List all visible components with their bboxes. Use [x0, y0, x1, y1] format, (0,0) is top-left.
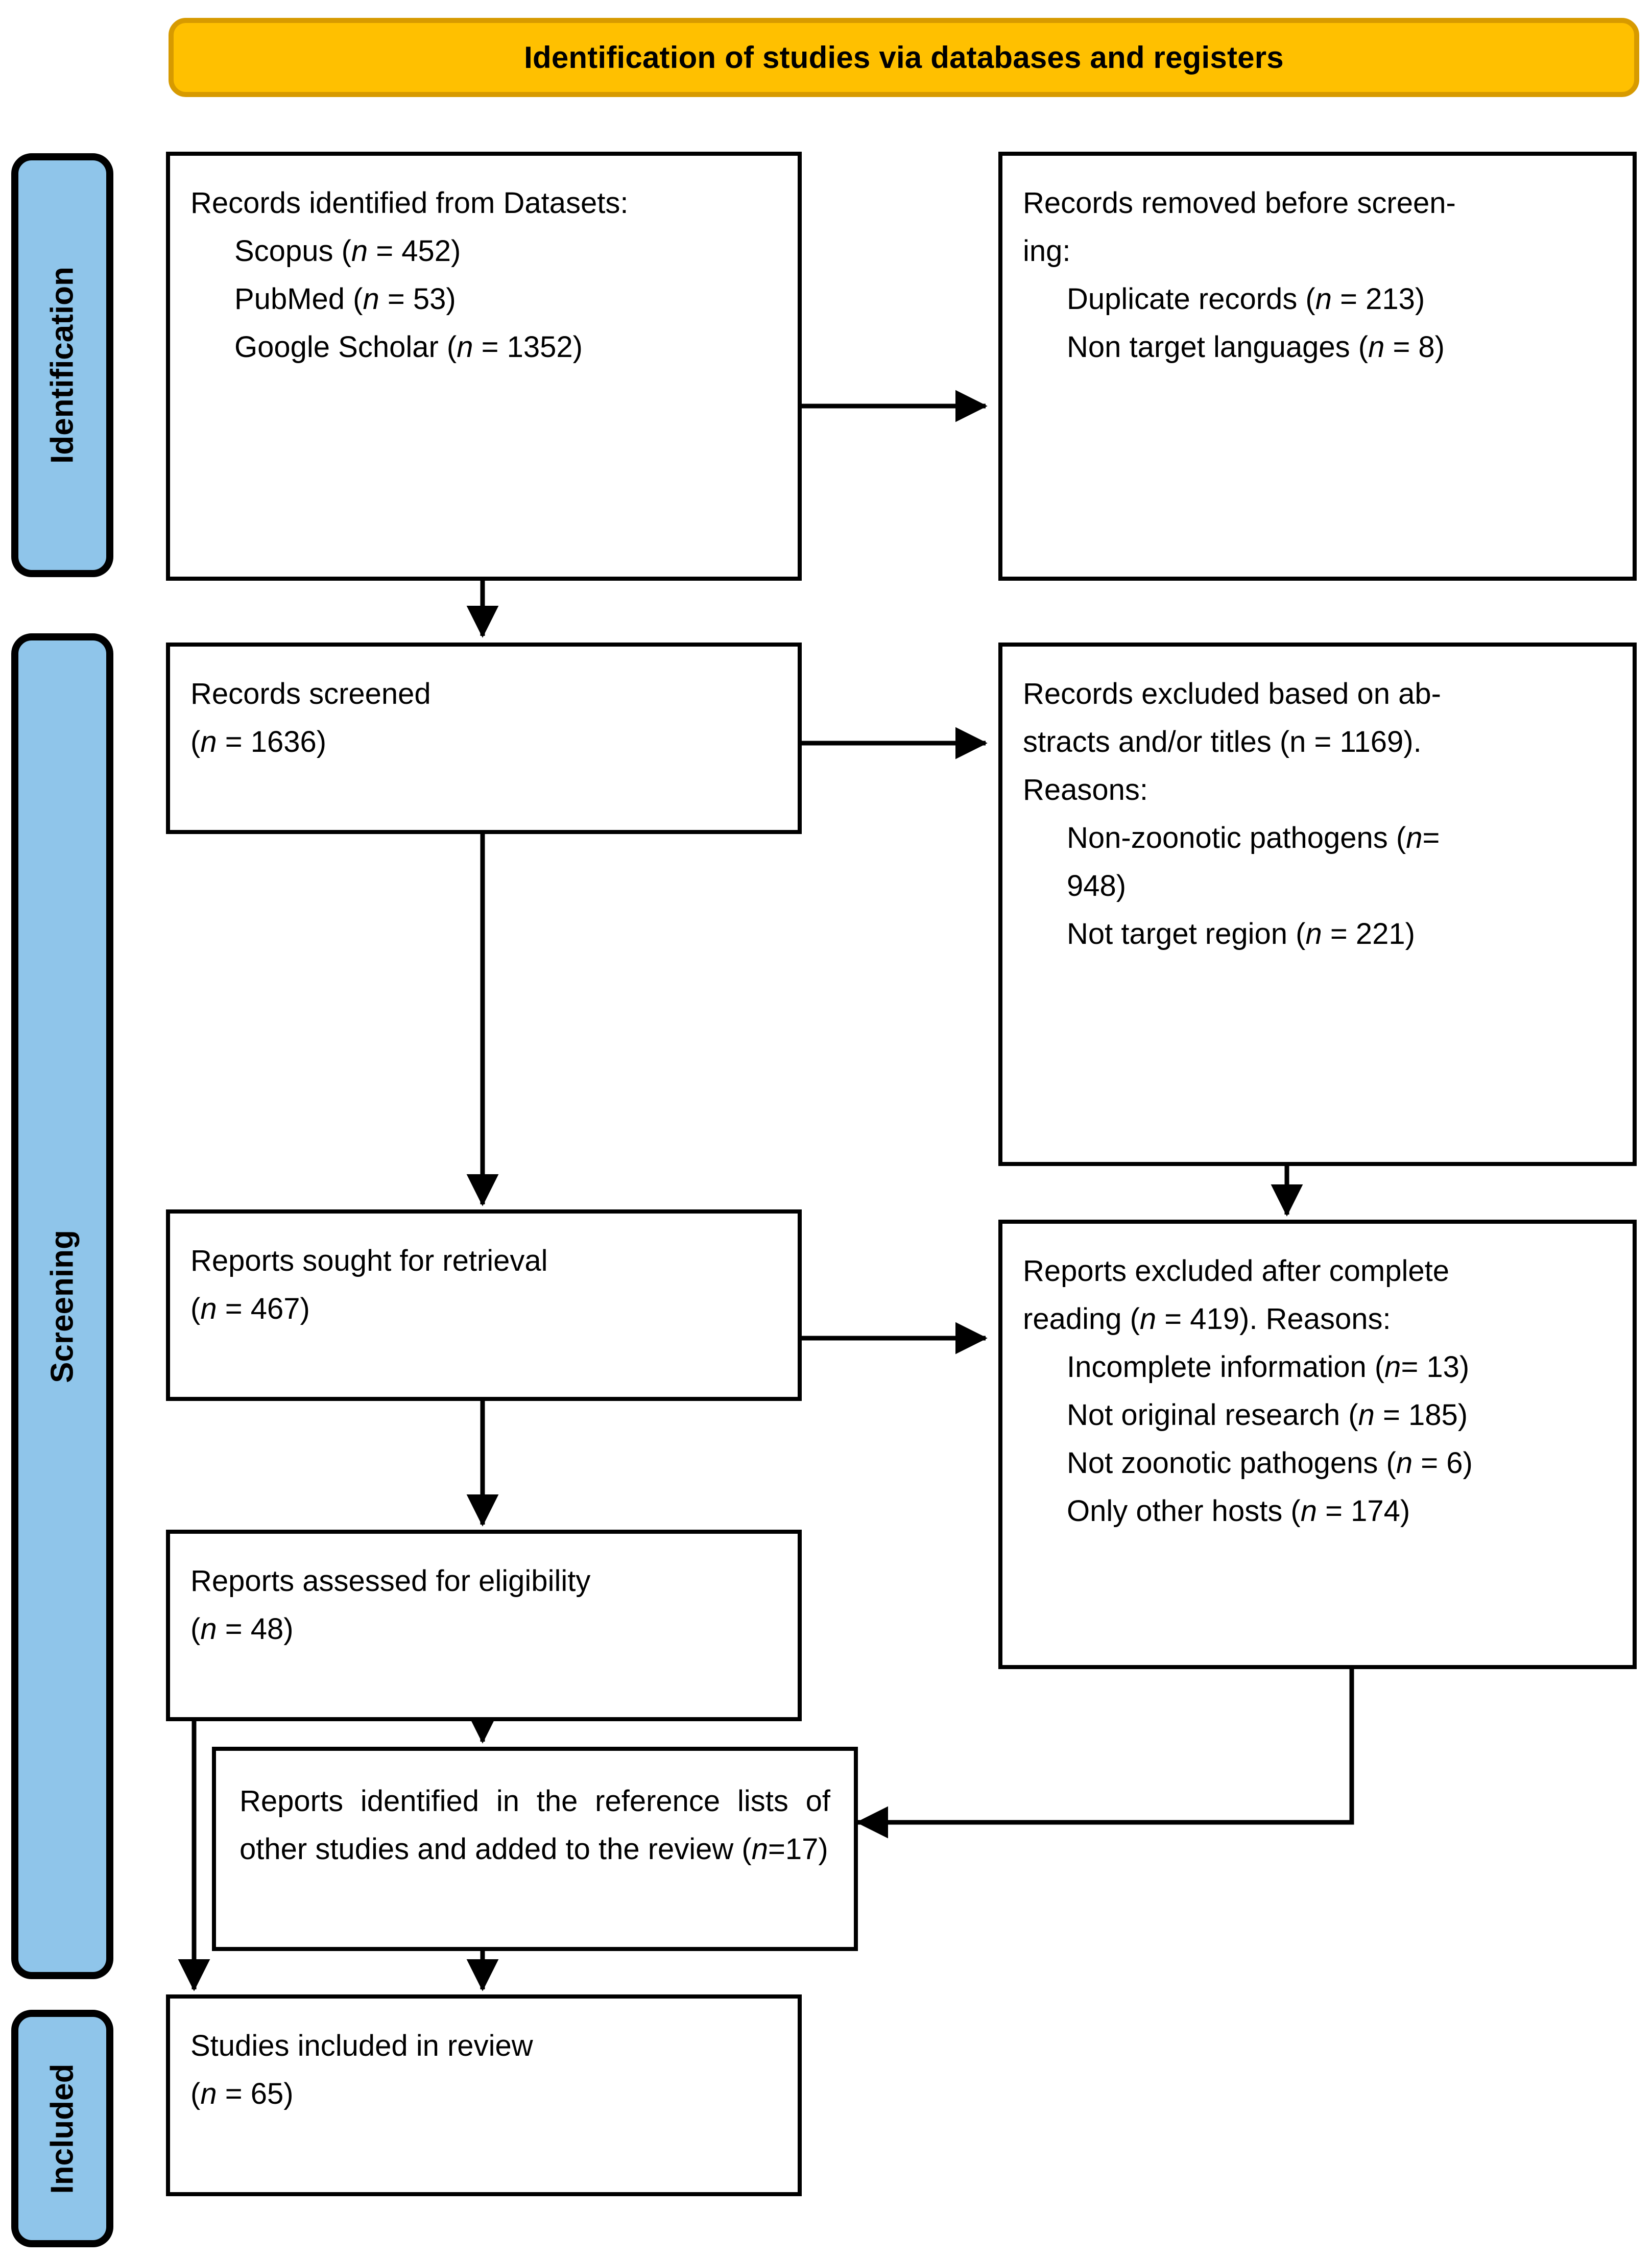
studies-included-line-1: Studies included in review	[190, 2029, 533, 2062]
pubmed-n-symbol: n	[363, 282, 379, 316]
phase-label-included-text: Included	[44, 2063, 80, 2194]
phase-label-identification-text: Identification	[44, 267, 80, 464]
pubmed-label: PubMed (	[234, 282, 363, 316]
records-removed-line-2: ing:	[1023, 234, 1071, 268]
scholar-count: = 1352)	[473, 330, 583, 364]
phase-label-included: Included	[11, 2010, 113, 2247]
records-identified-pubmed: PubMed (n = 53)	[190, 275, 777, 323]
scholar-label: Google Scholar (	[234, 330, 457, 364]
reference-lists-count: =17)	[768, 1832, 828, 1866]
excluded-full-not-original: Not original research (n = 185)	[1023, 1391, 1612, 1439]
box-records-excluded-abstracts: Records excluded based on ab- stracts an…	[998, 643, 1637, 1166]
excluded-abstracts-nonzoonotic-count: 948)	[1067, 869, 1127, 902]
reports-sought-line-1: Reports sought for retrieval	[190, 1244, 548, 1277]
other-hosts-count: = 174)	[1317, 1494, 1410, 1528]
phase-label-identification: Identification	[11, 153, 113, 577]
included-n-value: = 65)	[217, 2077, 294, 2110]
excluded-abstracts-line-1: Records excluded based on ab-	[1023, 677, 1441, 710]
assessed-paren-open: (	[190, 1612, 201, 1646]
excluded-abstracts-region: Not target region (n = 221)	[1023, 910, 1612, 958]
not-original-label: Not original research (	[1067, 1398, 1358, 1432]
excluded-full-n-symbol: n	[1139, 1302, 1157, 1336]
box-reports-sought: Reports sought for retrieval (n = 467)	[166, 1209, 802, 1401]
duplicates-label: Duplicate records (	[1067, 282, 1315, 316]
not-zoonotic-n-symbol: n	[1396, 1446, 1413, 1480]
box-studies-included: Studies included in review (n = 65)	[166, 1994, 802, 2196]
reports-assessed-count: (n = 48)	[190, 1605, 777, 1653]
region-label: Not target region (	[1067, 917, 1306, 950]
records-identified-scopus: Scopus (n = 452)	[190, 227, 777, 275]
incomplete-count: = 13)	[1401, 1350, 1470, 1384]
excluded-full-other-hosts: Only other hosts (n = 174)	[1023, 1487, 1612, 1535]
excluded-full-line-2: reading (n = 419). Reasons:	[1023, 1295, 1612, 1343]
phase-label-screening-text: Screening	[44, 1229, 80, 1383]
studies-included-count: (n = 65)	[190, 2070, 777, 2118]
sought-n-symbol: n	[200, 1292, 217, 1325]
nonzoonotic-n-symbol: n	[1406, 821, 1423, 854]
languages-count: = 8)	[1384, 330, 1445, 364]
reference-lists-text: Reports identified in the reference list…	[240, 1777, 830, 1873]
nonzoonotic-eq: =	[1422, 821, 1440, 854]
not-original-n-symbol: n	[1358, 1398, 1375, 1432]
pubmed-count: = 53)	[379, 282, 456, 316]
screened-n-value: = 1636)	[217, 725, 327, 758]
other-hosts-label: Only other hosts (	[1067, 1494, 1301, 1528]
scopus-n-symbol: n	[351, 234, 368, 268]
region-count: = 221)	[1322, 917, 1415, 950]
duplicates-count: = 213)	[1332, 282, 1425, 316]
excluded-full-count: = 419). Reasons:	[1156, 1302, 1391, 1336]
excluded-full-reading-label: reading (	[1023, 1302, 1140, 1336]
included-paren-open: (	[190, 2077, 201, 2110]
region-n-symbol: n	[1305, 917, 1322, 950]
assessed-n-symbol: n	[200, 1612, 217, 1646]
scopus-label: Scopus (	[234, 234, 351, 268]
included-n-symbol: n	[200, 2077, 217, 2110]
excluded-abstracts-line-2: stracts and/or titles (n = 1169).	[1023, 725, 1422, 758]
not-zoonotic-count: = 6)	[1412, 1446, 1473, 1480]
box-reports-excluded-full: Reports excluded after complete reading …	[998, 1220, 1637, 1669]
records-screened-line-1: Records screened	[190, 677, 431, 710]
excluded-full-incomplete: Incomplete information (n= 13)	[1023, 1343, 1612, 1391]
excluded-abstracts-nonzoonotic: Non-zoonotic pathogens (n=	[1023, 814, 1612, 862]
records-identified-scholar: Google Scholar (n = 1352)	[190, 323, 777, 371]
box-records-screened: Records screened (n = 1636)	[166, 643, 802, 834]
assessed-n-value: = 48)	[217, 1612, 294, 1646]
sought-n-value: = 467)	[217, 1292, 310, 1325]
languages-label: Non target languages (	[1067, 330, 1369, 364]
reference-lists-n-symbol: n	[751, 1832, 769, 1866]
incomplete-n-symbol: n	[1384, 1350, 1401, 1384]
connector-excludedfull-to-reference	[856, 1669, 1354, 1839]
stage-banner-title: Identification of studies via databases …	[524, 40, 1284, 75]
box-reports-assessed: Reports assessed for eligibility (n = 48…	[166, 1530, 802, 1721]
nonzoonotic-label: Non-zoonotic pathogens (	[1067, 821, 1406, 854]
records-removed-line-1: Records removed before screen-	[1023, 186, 1456, 220]
reference-lists-label: Reports identified in the reference list…	[240, 1785, 830, 1866]
excluded-full-line-1: Reports excluded after complete	[1023, 1254, 1449, 1288]
phase-label-screening: Screening	[11, 633, 113, 1979]
box-records-removed: Records removed before screen- ing: Dupl…	[998, 152, 1637, 581]
scholar-n-symbol: n	[457, 330, 473, 364]
scopus-count: = 452)	[368, 234, 461, 268]
excluded-abstracts-reasons-label: Reasons:	[1023, 773, 1148, 806]
records-removed-duplicates: Duplicate records (n = 213)	[1023, 275, 1612, 323]
not-original-count: = 185)	[1374, 1398, 1468, 1432]
languages-n-symbol: n	[1368, 330, 1385, 364]
other-hosts-n-symbol: n	[1300, 1494, 1318, 1528]
box-reference-lists: Reports identified in the reference list…	[212, 1747, 858, 1951]
screened-n-symbol: n	[200, 725, 217, 758]
records-screened-count: (n = 1636)	[190, 718, 777, 766]
records-removed-languages: Non target languages (n = 8)	[1023, 323, 1612, 371]
reports-sought-count: (n = 467)	[190, 1285, 777, 1333]
excluded-full-not-zoonotic: Not zoonotic pathogens (n = 6)	[1023, 1439, 1612, 1487]
stage-banner-identification: Identification of studies via databases …	[169, 18, 1639, 97]
duplicates-n-symbol: n	[1315, 282, 1332, 316]
incomplete-label: Incomplete information (	[1067, 1350, 1385, 1384]
records-identified-line-1: Records identified from Datasets:	[190, 186, 629, 220]
screened-paren-open: (	[190, 725, 201, 758]
sought-paren-open: (	[190, 1292, 201, 1325]
box-records-identified: Records identified from Datasets: Scopus…	[166, 152, 802, 581]
not-zoonotic-label: Not zoonotic pathogens (	[1067, 1446, 1396, 1480]
reports-assessed-line-1: Reports assessed for eligibility	[190, 1564, 591, 1598]
